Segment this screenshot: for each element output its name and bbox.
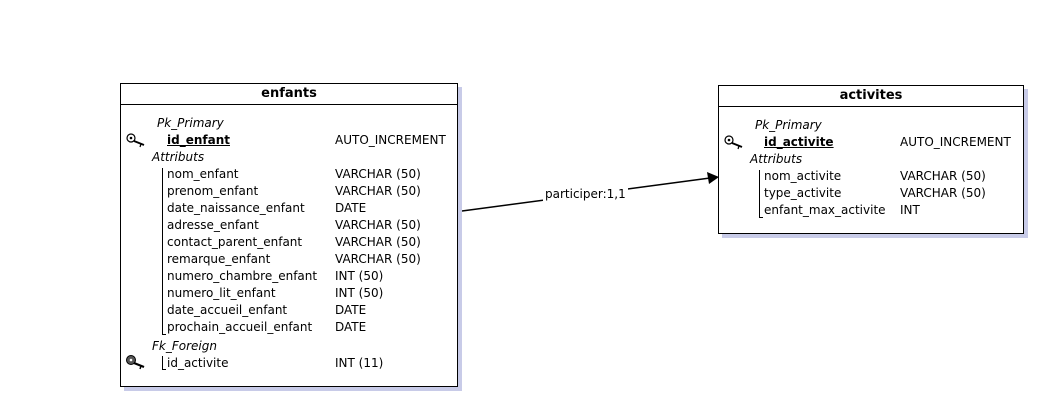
- fk-field-name: id_activite: [167, 356, 229, 370]
- fk-tree-end: [162, 369, 166, 370]
- relation-arrowhead: [707, 172, 719, 184]
- attr-name: date_naissance_enfant: [167, 201, 305, 215]
- pk-field-type: AUTO_INCREMENT: [900, 135, 1011, 149]
- primary-key-icon: [126, 133, 145, 148]
- attr-name: numero_chambre_enfant: [167, 269, 318, 283]
- attr-name: prochain_accueil_enfant: [167, 320, 313, 334]
- fk-tree-line: [162, 356, 163, 369]
- primary-key-icon: [724, 135, 743, 150]
- attr-tree-line: [759, 170, 760, 217]
- attr-name: remarque_enfant: [167, 252, 271, 266]
- attr-type: VARCHAR (50): [335, 252, 421, 266]
- attr-name: nom_activite: [764, 169, 842, 183]
- attr-type: DATE: [335, 320, 367, 334]
- attr-name: adresse_enfant: [167, 218, 259, 232]
- attr-name: type_activite: [764, 186, 842, 200]
- attr-tree-end: [162, 334, 166, 335]
- attr-tree-line: [162, 168, 163, 334]
- attr-tree-end: [759, 217, 763, 218]
- attr-section-label: Attributs: [750, 152, 803, 166]
- attr-name: enfant_max_activite: [764, 203, 886, 217]
- fk-section-label: Fk_Foreign: [152, 339, 217, 353]
- attr-type: DATE: [335, 303, 367, 317]
- entity-title: activites: [719, 86, 1023, 107]
- attr-name: nom_enfant: [167, 167, 239, 181]
- pk-field-name: id_activite: [764, 135, 834, 149]
- attr-type: VARCHAR (50): [900, 169, 986, 183]
- attr-type: VARCHAR (50): [900, 186, 986, 200]
- attr-name: contact_parent_enfant: [167, 235, 303, 249]
- entity-enfants[interactable]: enfants Pk_Primary id_enfant AUTO_INCREM…: [120, 83, 458, 387]
- attr-type: VARCHAR (50): [335, 167, 421, 181]
- attr-type: VARCHAR (50): [335, 184, 421, 198]
- attr-type: INT (50): [335, 269, 384, 283]
- attr-type: INT: [900, 203, 920, 217]
- pk-field-name: id_enfant: [167, 133, 230, 147]
- entity-activites[interactable]: activites Pk_Primary id_activite AUTO_IN…: [718, 85, 1024, 234]
- attr-name: prenom_enfant: [167, 184, 259, 198]
- attr-name: numero_lit_enfant: [167, 286, 276, 300]
- relation-label: participer:1,1: [543, 186, 628, 202]
- entity-title: enfants: [121, 84, 457, 105]
- attr-type: INT (50): [335, 286, 384, 300]
- foreign-key-icon: [126, 355, 145, 370]
- attr-type: VARCHAR (50): [335, 235, 421, 249]
- attr-name: date_accueil_enfant: [167, 303, 288, 317]
- attr-section-label: Attributs: [152, 150, 205, 164]
- fk-field-type: INT (11): [335, 356, 384, 370]
- pk-section-label: Pk_Primary: [157, 116, 224, 130]
- pk-section-label: Pk_Primary: [755, 118, 822, 132]
- attr-type: DATE: [335, 201, 367, 215]
- attr-type: VARCHAR (50): [335, 218, 421, 232]
- pk-field-type: AUTO_INCREMENT: [335, 133, 446, 147]
